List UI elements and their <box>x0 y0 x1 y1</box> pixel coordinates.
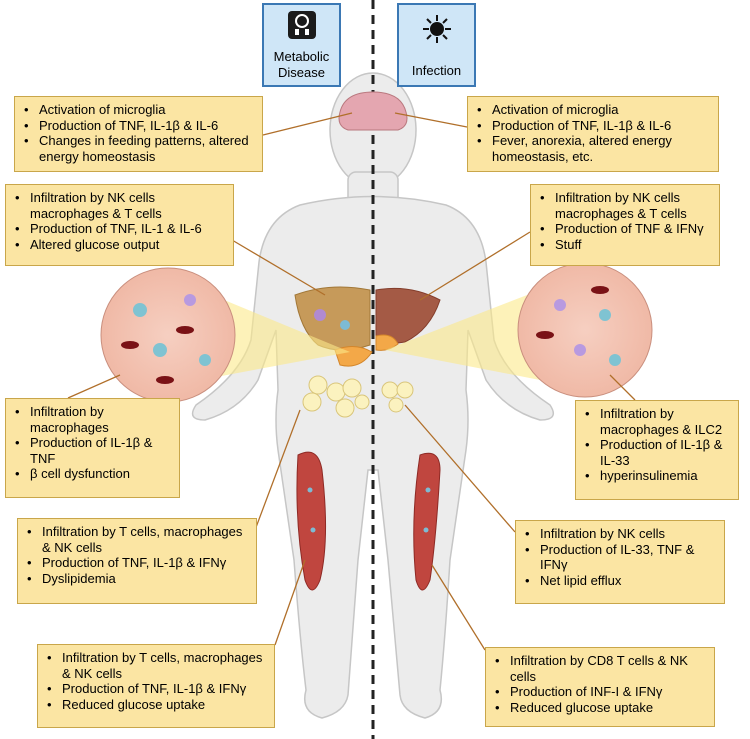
list-item: Net lipid efflux <box>525 573 718 589</box>
infection-header: Infection <box>397 3 476 87</box>
list-item: Production of TNF, IL-1 & IL-6 <box>15 221 227 237</box>
list-item: Production of TNF, IL-1β & IFNγ <box>27 555 250 571</box>
list-item: Production of IL-1β & TNF <box>15 435 173 466</box>
left-liver-box: Infiltration by NK cells macrophages & T… <box>5 184 234 266</box>
left-pancreas-box: Infiltration by macrophagesProduction of… <box>5 398 180 498</box>
list-item: Altered glucose output <box>15 237 227 253</box>
list-item: hyperinsulinemia <box>585 468 732 484</box>
list-item: Production of IL-1β & IL-33 <box>585 437 732 468</box>
list-item: Production of IL-33, TNF & IFNγ <box>525 542 718 573</box>
list-item: Infiltration by T cells, macrophages & N… <box>47 650 268 681</box>
scale-icon <box>287 11 316 39</box>
tissue-magnification-right <box>517 262 653 398</box>
list-item: β cell dysfunction <box>15 466 173 482</box>
brain-icon <box>338 91 408 131</box>
left-muscle-box: Infiltration by T cells, macrophages & N… <box>37 644 275 728</box>
list-item: Production of INF-I & IFNγ <box>495 684 708 700</box>
right-liver-box: Infiltration by NK cells macrophages & T… <box>530 184 720 266</box>
list-item: Production of TNF, IL-1β & IL-6 <box>24 118 256 134</box>
list-item: Production of TNF, IL-1β & IL-6 <box>477 118 712 134</box>
left-adipose-box: Infiltration by T cells, macrophages & N… <box>17 518 257 604</box>
list-item: Production of TNF, IL-1β & IFNγ <box>47 681 268 697</box>
virus-icon <box>422 15 451 43</box>
infection-label: Infection <box>411 63 462 78</box>
list-item: Infiltration by NK cells macrophages & T… <box>15 190 227 221</box>
list-item: Changes in feeding patterns, altered ene… <box>24 133 256 164</box>
list-item: Fever, anorexia, altered energy homeosta… <box>477 133 712 164</box>
list-item: Infiltration by NK cells macrophages & T… <box>540 190 713 221</box>
list-item: Dyslipidemia <box>27 571 250 587</box>
list-item: Stuff <box>540 237 713 253</box>
connector-lines <box>67 112 636 651</box>
right-pancreas-box: Infiltration by macrophages & ILC2Produc… <box>575 400 739 500</box>
right-adipose-box: Infiltration by NK cellsProduction of IL… <box>515 520 725 604</box>
right-brain-box: Activation of microgliaProduction of TNF… <box>467 96 719 172</box>
right-muscle-box: Infiltration by CD8 T cells & NK cellsPr… <box>485 647 715 727</box>
adipose-icon-left <box>302 375 370 418</box>
list-item: Infiltration by T cells, macrophages & N… <box>27 524 250 555</box>
list-item: Activation of microglia <box>477 102 712 118</box>
list-item: Infiltration by NK cells <box>525 526 718 542</box>
list-item: Infiltration by CD8 T cells & NK cells <box>495 653 708 684</box>
adipose-icon-right <box>381 381 414 413</box>
left-brain-box: Activation of microgliaProduction of TNF… <box>14 96 263 172</box>
list-item: Infiltration by macrophages & ILC2 <box>585 406 732 437</box>
list-item: Activation of microglia <box>24 102 256 118</box>
muscle-icon-left <box>296 451 327 591</box>
zoom-cone-left <box>200 290 350 380</box>
pancreas-icon-right <box>375 334 399 351</box>
list-item: Infiltration by macrophages <box>15 404 173 435</box>
list-item: Reduced glucose uptake <box>47 697 268 713</box>
list-item: Production of TNF & IFNγ <box>540 221 713 237</box>
muscle-icon-right <box>413 452 441 591</box>
tissue-magnification-left <box>100 267 236 403</box>
zoom-cone-right <box>385 290 540 380</box>
list-item: Reduced glucose uptake <box>495 700 708 716</box>
